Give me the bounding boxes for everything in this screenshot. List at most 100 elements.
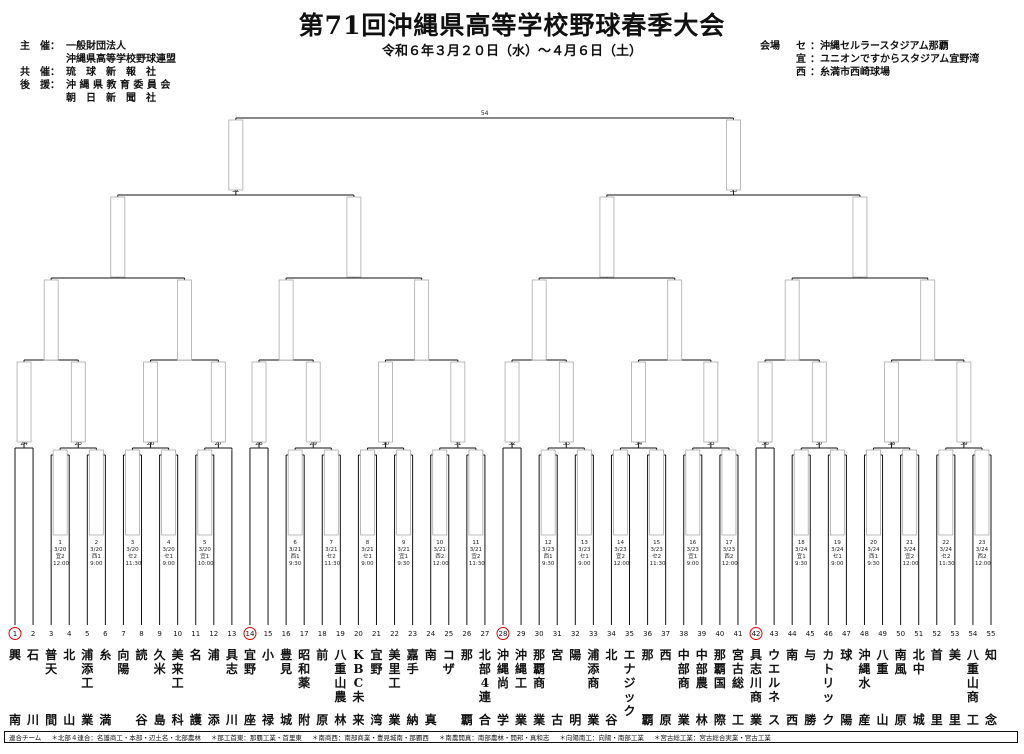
- team-name-last: 湾: [370, 713, 383, 727]
- schedule-v: 宜1: [796, 554, 806, 560]
- team-seed-number: 22: [390, 630, 399, 638]
- team-seed-number: 42: [752, 630, 761, 638]
- schedule-v: 西2: [724, 554, 734, 560]
- score-box: [228, 119, 244, 191]
- team-name: 宜野: [370, 648, 383, 676]
- footer-note: ＊宮古総工業：宮古総合実業・宮古工業: [653, 734, 771, 742]
- schedule-t: 9:30: [795, 561, 808, 567]
- team-name: 知: [984, 648, 997, 662]
- team-seed-number: 40: [715, 630, 724, 638]
- team-name-last: 林: [695, 713, 708, 727]
- schedule-n: 18: [797, 540, 805, 546]
- schedule-d: 3/24: [903, 547, 916, 553]
- schedule-t: 9:30: [288, 561, 302, 567]
- schedule-d: 3/21: [469, 547, 483, 553]
- schedule-v: 西1: [543, 554, 553, 560]
- team-seed-number: 31: [553, 630, 562, 638]
- organizer-row: 主 催： 一般財団法人: [20, 40, 176, 53]
- schedule-n: 17: [725, 540, 733, 546]
- schedule-v: セ1: [164, 554, 174, 560]
- team-seed-number: 51: [914, 630, 923, 638]
- score-box: [540, 449, 556, 536]
- venue-code: 宜: [796, 54, 806, 65]
- score-box: [613, 449, 628, 536]
- footer-note: ＊南商西：南部商業・豊見城南・那覇西: [311, 734, 429, 742]
- team-seed-number: 49: [878, 630, 887, 638]
- venues-block: 会場セ：沖縄セルラースタジアム那覇宜：ユニオンですからスタジアム宜野湾西：糸満市…: [760, 40, 979, 79]
- score-box: [70, 361, 86, 443]
- schedule-t: 12:00: [432, 561, 449, 567]
- schedule-n: 21: [906, 540, 914, 546]
- score-box: [956, 361, 972, 443]
- schedule-v: セ2: [941, 554, 951, 560]
- schedule-t: 11:30: [125, 561, 142, 567]
- team-seed-number: 55: [987, 630, 996, 638]
- organizer-name: 沖 縄 県 教 育 委 員 会: [66, 80, 171, 91]
- team-seed-number: 2: [31, 630, 35, 638]
- team-seed-number: 36: [643, 630, 652, 638]
- team-seed-number: 44: [788, 630, 797, 638]
- team-seed-number: 41: [734, 630, 743, 638]
- team-name-last: 川: [225, 713, 238, 727]
- schedule-d: 3/20: [198, 547, 211, 553]
- score-box: [504, 361, 520, 443]
- organizer-name: 沖縄県高等学校野球連盟: [66, 54, 176, 65]
- schedule-t: 12:00: [902, 561, 919, 567]
- team-seed-number: 4: [67, 630, 72, 638]
- score-box: [649, 449, 665, 536]
- schedule-t: 12:00: [721, 561, 738, 567]
- footer-note: ＊向陽南工：向陽・南部工業: [559, 734, 644, 742]
- score-box: [884, 361, 899, 443]
- score-box: [721, 449, 737, 536]
- score-box: [251, 361, 267, 443]
- schedule-d: 3/23: [650, 547, 663, 553]
- schedule-n: 2: [94, 540, 99, 546]
- team-name: 浦: [207, 648, 220, 662]
- team-seed-number: 20: [354, 630, 363, 638]
- team-seed-number: 43: [770, 630, 779, 638]
- team-name-last: 明: [569, 713, 582, 727]
- schedule-t: 9:00: [90, 561, 103, 567]
- team-name: 中部商: [677, 648, 690, 690]
- footer-note: ＊南農開真：南部農林・開邦・真和志: [438, 734, 550, 742]
- team-name-last: 納: [406, 713, 419, 727]
- schedule-n: 11: [472, 540, 480, 546]
- schedule-v: 西2: [435, 554, 445, 560]
- team-name-last: 産: [858, 713, 871, 727]
- team-name: 北中: [912, 648, 925, 676]
- schedule-v: 宜1: [399, 554, 409, 560]
- venue-row: 宜：ユニオンですからスタジアム宜野湾: [760, 53, 979, 66]
- organizer-role: 主 催：: [20, 41, 60, 52]
- team-name: 八重山農: [334, 648, 347, 704]
- team-name: 浦添工: [81, 648, 94, 690]
- schedule-t: 9:30: [867, 561, 880, 567]
- team-name: 八重: [876, 648, 889, 676]
- footer-joint-teams: 連合チーム＊北部４連合：名護商工・本部・辺土名・北部農林＊那工首東：那覇工業・首…: [4, 731, 1018, 743]
- schedule-v: 宜2: [615, 554, 625, 560]
- team-seed-number: 45: [806, 630, 815, 638]
- team-seed-number: 9: [157, 630, 161, 638]
- team-name: 沖縄水: [858, 648, 871, 690]
- venue-name: ：糸満市西崎球場: [810, 67, 890, 78]
- team-name-last: 業: [81, 713, 94, 727]
- team-name-last: 勝: [804, 713, 817, 727]
- organizer-name: 一般財団法人: [66, 41, 126, 52]
- team-seed-number: 30: [535, 630, 544, 638]
- team-name: 南: [786, 648, 799, 662]
- schedule-v: 宜2: [471, 554, 481, 560]
- schedule-d: 3/23: [722, 547, 736, 553]
- schedule-d: 3/21: [433, 547, 446, 553]
- schedule-n: 8: [365, 540, 370, 546]
- team-name: 与: [804, 648, 817, 662]
- team-name: 石: [27, 648, 40, 662]
- team-name: 宜野: [243, 648, 256, 676]
- team-name-last: 谷: [605, 713, 618, 727]
- team-name-last: 山: [63, 713, 76, 727]
